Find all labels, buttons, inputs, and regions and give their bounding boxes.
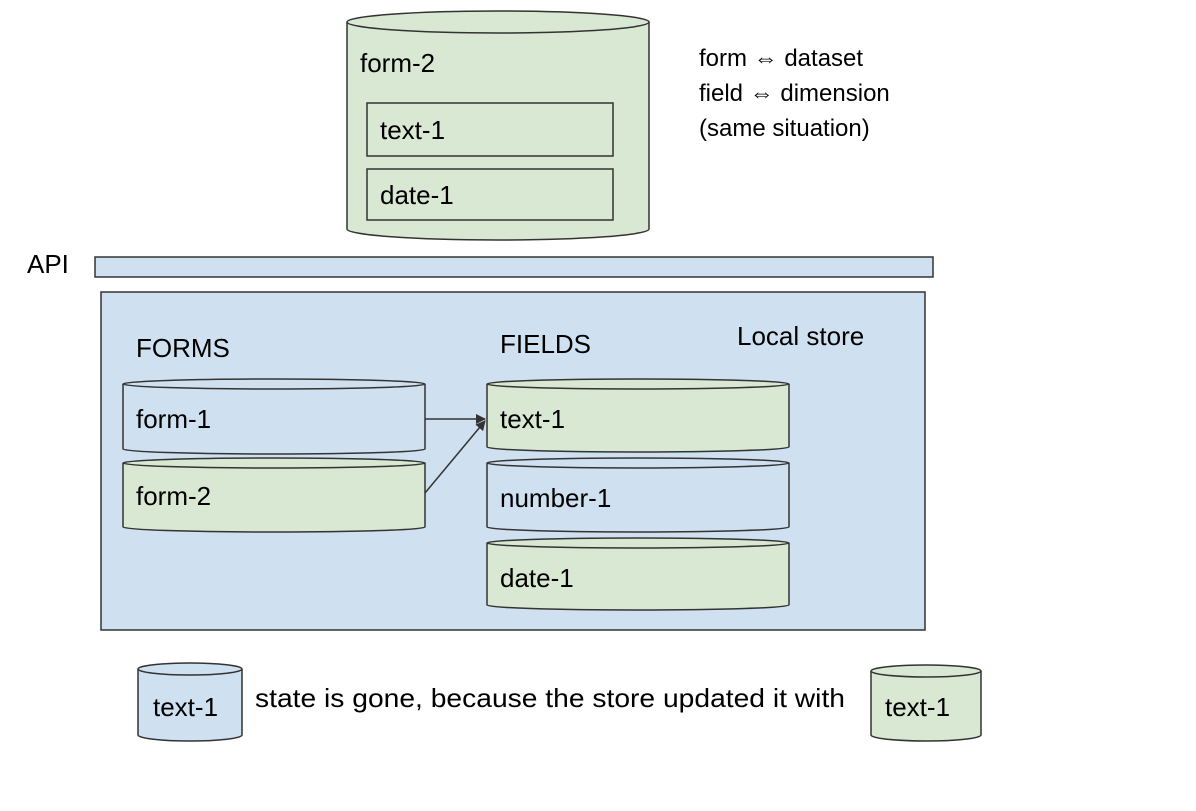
field-cylinder-top (486, 537, 790, 549)
footer-cylinder-body (870, 671, 982, 742)
api-bar (94, 256, 934, 278)
form-cylinder-label: form-2 (136, 481, 211, 511)
field-cylinder-label: text-1 (500, 404, 565, 434)
footer-cylinder-top (137, 662, 243, 676)
note-line: field ⇔ dimension (699, 80, 890, 107)
note-line: (same situation) (699, 115, 870, 142)
field-cylinder: text-1 (486, 378, 790, 453)
remote-field-box (366, 168, 614, 221)
remote-field-box (366, 102, 614, 157)
field-cylinder-top (486, 457, 790, 469)
form-cylinder-body (122, 384, 426, 455)
field-cylinder-body (486, 543, 790, 611)
footer-message: state is gone, because the store updated… (255, 683, 845, 713)
footer-left-cylinder: text-1 (137, 662, 243, 742)
note-line: form ⇔ dataset (699, 45, 863, 72)
form-cylinder: form-1 (122, 378, 426, 455)
fields-header: FIELDS (500, 329, 591, 359)
form-to-field-arrow (424, 420, 486, 494)
footer-cylinder-body (137, 669, 243, 742)
form-cylinder-label: form-1 (136, 404, 211, 434)
mapping-notes: form ⇔ dataset field ⇔ dimension (same s… (699, 45, 890, 142)
api-label: API (27, 249, 69, 279)
forms-header: FORMS (136, 333, 230, 363)
form-cylinder-top (122, 457, 426, 469)
remote-field-label: date-1 (380, 180, 454, 210)
remote-database-top (346, 10, 650, 34)
footer-right-cylinder: text-1 (870, 664, 982, 742)
form-cylinder: form-2 (122, 457, 426, 533)
field-cylinder-top (486, 378, 790, 390)
remote-database-label: form-2 (360, 48, 435, 78)
footer-cylinder-label: text-1 (153, 692, 218, 722)
remote-field-label: text-1 (380, 115, 445, 145)
field-cylinder-label: number-1 (500, 483, 611, 513)
footer-cylinder-label: text-1 (885, 692, 950, 722)
field-cylinder: date-1 (486, 537, 790, 611)
local-store-label: Local store (737, 321, 864, 351)
field-cylinder: number-1 (486, 457, 790, 533)
footer-cylinder-top (870, 664, 982, 678)
field-cylinder-body (486, 463, 790, 533)
form-cylinder-body (122, 463, 426, 533)
field-cylinder-label: date-1 (500, 563, 574, 593)
remote-database: form-2 text-1 date-1 (346, 10, 650, 241)
form-cylinder-top (122, 378, 426, 390)
field-cylinder-body (486, 384, 790, 453)
